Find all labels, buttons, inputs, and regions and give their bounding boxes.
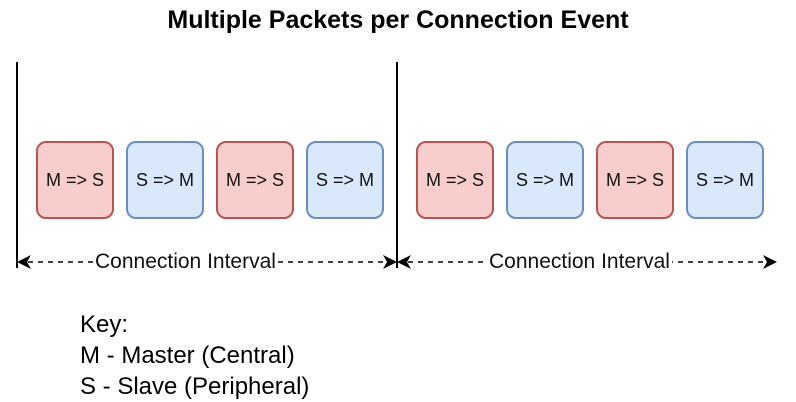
packet-slave-to-master: S => M bbox=[126, 141, 204, 219]
packet-slave-to-master: S => M bbox=[306, 141, 384, 219]
connection-interval-label: Connection Interval bbox=[93, 250, 278, 274]
connection-event-boundary-1 bbox=[16, 62, 18, 268]
key-heading: Key: bbox=[80, 311, 129, 338]
key-slave: S - Slave (Peripheral) bbox=[80, 373, 310, 400]
diagram-title: Multiple Packets per Connection Event bbox=[167, 6, 629, 34]
packet-master-to-slave: M => S bbox=[416, 141, 494, 219]
key-master: M - Master (Central) bbox=[80, 342, 295, 369]
legend-key: Key: M - Master (Central) S - Slave (Per… bbox=[80, 309, 309, 402]
interval-arrow-1 bbox=[17, 255, 397, 269]
packet-master-to-slave: M => S bbox=[596, 141, 674, 219]
packet-master-to-slave: M => S bbox=[216, 141, 294, 219]
packet-slave-to-master: S => M bbox=[686, 141, 764, 219]
packet-slave-to-master: S => M bbox=[506, 141, 584, 219]
interval-arrow-2 bbox=[397, 255, 777, 269]
packet-master-to-slave: M => S bbox=[36, 141, 114, 219]
connection-interval-label: Connection Interval bbox=[487, 250, 672, 274]
connection-event-boundary-2 bbox=[396, 62, 398, 268]
